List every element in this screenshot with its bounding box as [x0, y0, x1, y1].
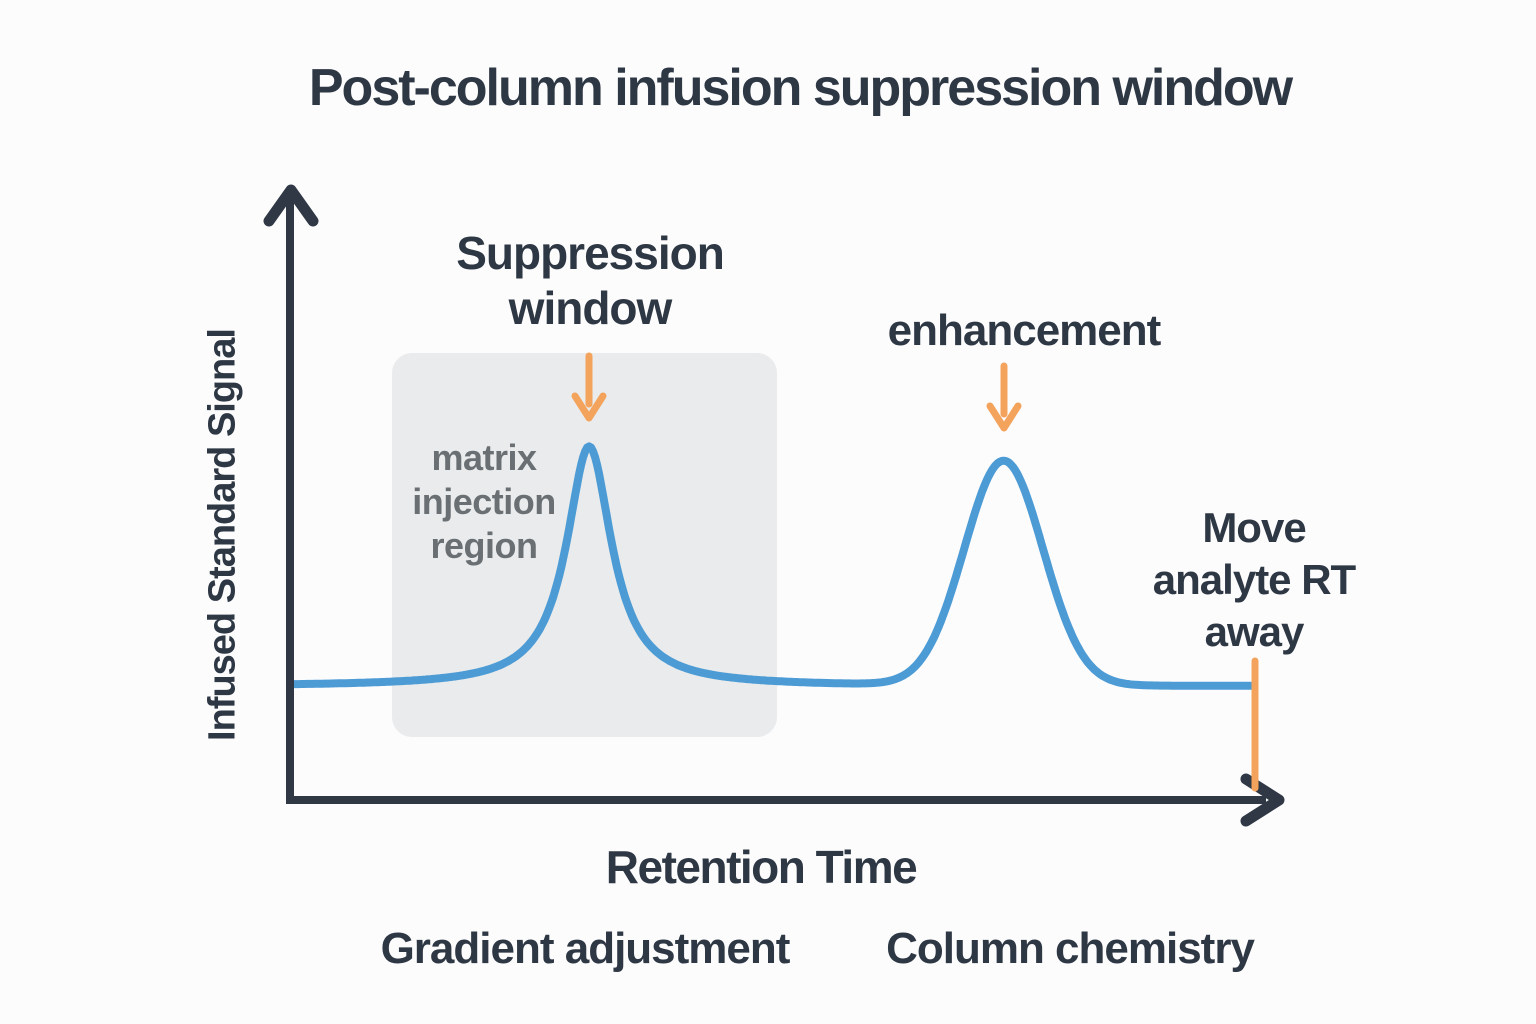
move-analyte-label: Move analyte RT away	[1128, 502, 1380, 658]
enhancement-arrow-icon	[986, 362, 1022, 432]
page-title: Post-column infusion suppression window	[308, 59, 1293, 117]
matrix-region-label-line2: injection	[412, 481, 556, 522]
signal-curve	[289, 442, 1259, 690]
move-analyte-label-line1: Move	[1202, 504, 1306, 551]
matrix-region-label-line3: region	[430, 525, 538, 566]
footer-gradient-label: Gradient adjustment	[380, 924, 791, 973]
y-axis-label: Infused Standard Signal	[201, 329, 244, 741]
suppression-window-label-line2: window	[508, 282, 673, 335]
enhancement-label: enhancement	[887, 306, 1162, 355]
move-analyte-label-line3: away	[1204, 608, 1305, 655]
suppression-window-label: Suppression window	[440, 226, 740, 336]
matrix-region-box	[392, 353, 777, 737]
move-analyte-label-line2: analyte RT	[1152, 556, 1356, 603]
y-axis-arrowhead-icon	[263, 184, 319, 227]
matrix-region-label: matrix injection region	[360, 436, 608, 568]
suppression-arrow-icon	[571, 352, 607, 422]
x-axis-label: Retention Time	[605, 841, 918, 893]
suppression-window-label-line1: Suppression	[456, 227, 725, 279]
footer-column-label: Column chemistry	[886, 924, 1255, 973]
matrix-region-label-line1: matrix	[431, 437, 537, 478]
